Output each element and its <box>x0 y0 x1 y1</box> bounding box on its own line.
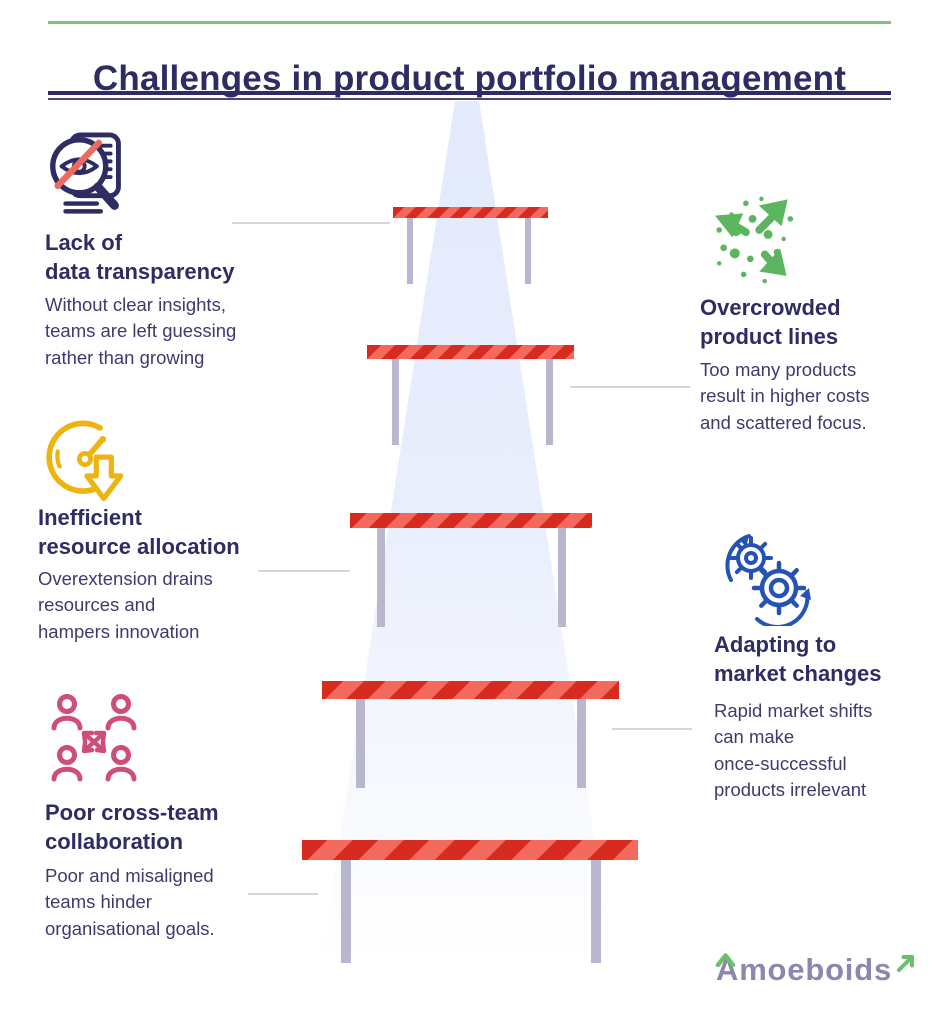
item-heading-lack-of-data-transparency: Lack of data transparency <box>45 230 235 285</box>
hurdle-3-bar <box>350 513 592 528</box>
document-search-icon <box>50 132 121 214</box>
hurdle-2-left-leg <box>392 359 399 445</box>
connector-line-3 <box>258 570 350 572</box>
hurdle-3-left-leg <box>377 528 385 627</box>
gears-sync-icon <box>725 534 811 626</box>
logo-text: moeboids <box>739 952 892 987</box>
connector-line-1 <box>232 222 390 224</box>
hurdle-5-left-leg <box>341 860 351 963</box>
hurdle-1-right-leg <box>525 218 531 284</box>
hurdle-5-right-leg <box>591 860 601 963</box>
item-heading-adapting-to-market-changes: Adapting to market changes <box>714 632 882 687</box>
logo-green-caret-icon <box>715 953 736 967</box>
gauge-down-arrow-icon <box>46 420 124 502</box>
hurdle-1-left-leg <box>407 218 413 284</box>
item-heading-inefficient-resource-allocation: Inefficient resource allocation <box>38 505 240 560</box>
hurdle-4-bar <box>322 681 619 699</box>
connector-line-4 <box>612 728 692 730</box>
scatter-arrows-icon <box>714 196 794 284</box>
item-body-lack-of-data-transparency: Without clear insights, teams are left g… <box>45 294 237 368</box>
hurdle-1-bar <box>393 207 548 218</box>
hurdle-5-bar <box>302 840 638 860</box>
connector-line-2 <box>570 386 690 388</box>
connector-line-5 <box>248 893 318 895</box>
hurdle-2-bar <box>367 345 574 359</box>
item-heading-overcrowded-product-lines: Overcrowded product lines <box>700 295 841 350</box>
title-divider <box>48 91 891 101</box>
item-body-poor-cross-team-collaboration: Poor and misaligned teams hinder organis… <box>45 865 215 939</box>
item-heading-poor-cross-team-collaboration: Poor cross-team collaboration <box>45 800 219 855</box>
hurdle-3-right-leg <box>558 528 566 627</box>
hurdle-4-left-leg <box>356 699 365 788</box>
item-body-adapting-to-market-changes: Rapid market shifts can make once-succes… <box>714 700 873 800</box>
hurdle-4-right-leg <box>577 699 586 788</box>
item-body-overcrowded-product-lines: Too many products result in higher costs… <box>700 359 870 433</box>
hurdle-2-right-leg <box>546 359 553 445</box>
item-body-inefficient-resource-allocation: Overextension drains resources and hampe… <box>38 568 213 642</box>
up-right-arrow-icon <box>897 955 914 972</box>
people-cross-arrows-icon <box>51 694 137 782</box>
top-accent-line <box>48 21 891 24</box>
logo-letter-a: A <box>715 952 740 987</box>
